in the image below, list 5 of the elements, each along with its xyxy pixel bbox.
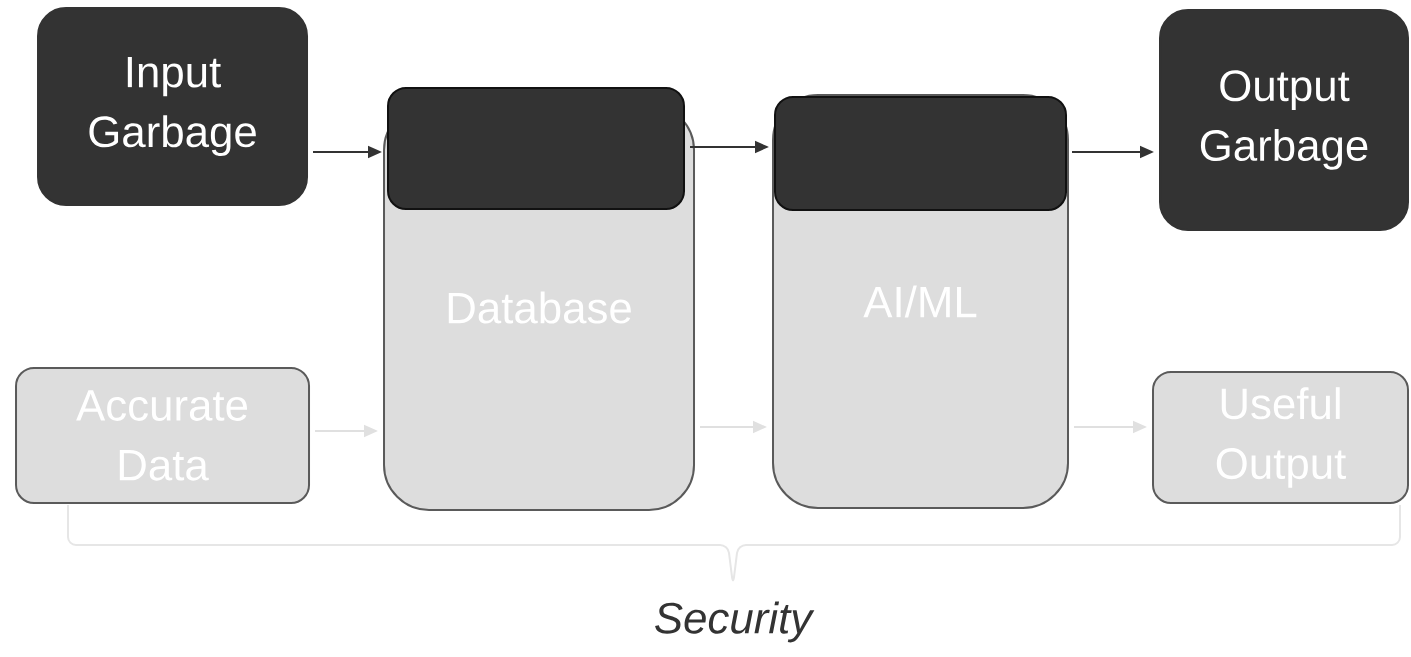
header-box [387, 87, 685, 210]
process-box: Input Garbage [37, 7, 308, 206]
process-box: Output Garbage [1159, 9, 1409, 231]
brace-label: Security [655, 601, 815, 643]
header-box [774, 96, 1067, 211]
